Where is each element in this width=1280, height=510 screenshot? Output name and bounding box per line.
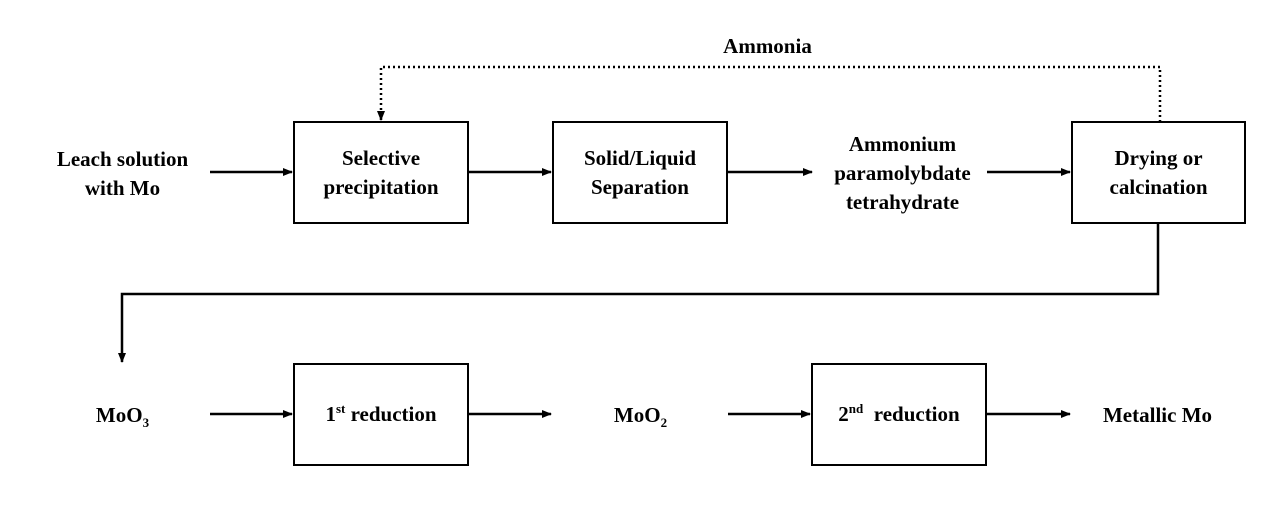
drying-line2: calcination <box>1109 174 1208 199</box>
precipitation-line2: precipitation <box>323 174 439 199</box>
moo2-text: MoO2 <box>613 402 668 430</box>
apt-line3: tetrahydrate <box>845 189 960 214</box>
moo3-label: MoO3 <box>60 398 185 432</box>
second-reduction-box: 2nd reduction <box>811 363 987 466</box>
arrow-drying-to-moo3 <box>118 224 1160 363</box>
apt-line2: paramolybdate <box>834 160 971 185</box>
solid-liquid-separation-box: Solid/Liquid Separation <box>552 121 728 224</box>
apt-label: Ammonium paramolybdate tetrahydrate <box>810 128 995 218</box>
metallic-mo-label: Metallic Mo <box>1075 398 1240 432</box>
reduction1-text: 1st reduction <box>325 401 437 426</box>
feed-line1: Leach solution <box>56 147 189 171</box>
separation-line2: Separation <box>590 174 689 199</box>
precipitation-line1: Selective <box>341 145 421 170</box>
moo3-subscript: 3 <box>142 414 150 430</box>
selective-precipitation-box: Selective precipitation <box>293 121 469 224</box>
drying-line1: Drying or <box>1114 145 1203 170</box>
feed-label: Leach solution with Mo <box>30 144 215 204</box>
product-text: Metallic Mo <box>1102 402 1213 427</box>
feed-line2: with Mo <box>84 176 161 200</box>
reduction2-text: 2nd reduction <box>838 401 960 426</box>
first-reduction-box: 1st reduction <box>293 363 469 466</box>
drying-calcination-box: Drying or calcination <box>1071 121 1246 224</box>
ammonia-recycle-line <box>377 65 1162 122</box>
ammonia-label-text: Ammonia <box>723 33 812 58</box>
apt-line1: Ammonium <box>848 131 957 156</box>
ammonia-label: Ammonia <box>700 31 835 61</box>
moo2-subscript: 2 <box>660 414 668 430</box>
separation-line1: Solid/Liquid <box>583 145 697 170</box>
reduction2-superscript: nd <box>848 401 864 416</box>
moo3-text: MoO3 <box>95 402 150 430</box>
reduction1-superscript: st <box>335 401 346 416</box>
moo2-label: MoO2 <box>578 398 703 432</box>
